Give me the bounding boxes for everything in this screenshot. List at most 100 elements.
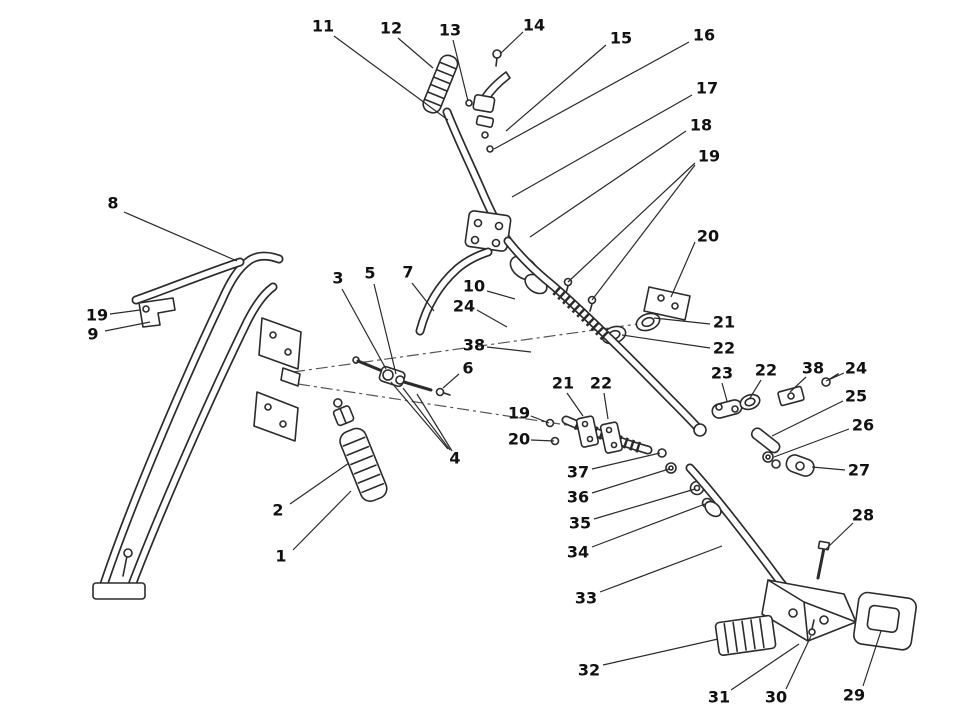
damper-assembly: [332, 398, 388, 502]
arm-collar: [704, 500, 722, 518]
bracket-20: [643, 286, 691, 321]
bushing-26: [762, 451, 774, 463]
bolt-30: [808, 628, 816, 636]
callout-28: 28: [852, 506, 874, 525]
mount-plate-17: [464, 210, 512, 252]
callout-leader-line: [862, 630, 882, 687]
callout-leader-line: [811, 466, 846, 471]
callout-21: 21: [713, 313, 735, 332]
callout-24: 24: [845, 359, 867, 378]
callout-leader-line: [591, 468, 670, 494]
callout-22: 22: [713, 339, 735, 358]
callout-leader-line: [476, 309, 508, 328]
callout-leader-line: [397, 37, 434, 69]
throttle-lever-assembly: [465, 49, 511, 153]
clamp-21-lower: [575, 415, 599, 448]
callout-17: 17: [696, 79, 718, 98]
callout-21: 21: [552, 374, 574, 393]
callout-leader-line: [511, 94, 693, 198]
callout-36: 36: [567, 488, 589, 507]
callout-32: 32: [578, 661, 600, 680]
rubber-pad-32: [714, 614, 777, 657]
callout-leader-line: [530, 439, 555, 442]
callout-19: 19: [86, 306, 108, 325]
steering-head-assembly: [464, 210, 691, 345]
clamp-22-right: [739, 393, 761, 411]
bolt-14: [492, 49, 502, 59]
shaft-pivot: [693, 423, 707, 437]
shaft-spring: [552, 285, 611, 342]
callout-leader-line: [730, 643, 800, 691]
callout-16: 16: [693, 26, 715, 45]
callout-leader-line: [505, 44, 607, 132]
callout-leader-line: [292, 490, 352, 551]
callout-leader-line: [416, 393, 453, 452]
callout-leader-line: [721, 382, 728, 402]
callout-38: 38: [463, 336, 485, 355]
callout-19: 19: [508, 404, 530, 423]
steering-arm-assembly: [657, 448, 797, 602]
callout-37: 37: [567, 463, 589, 482]
callout-leader-line: [373, 283, 397, 375]
callout-4: 4: [449, 449, 460, 468]
mount-bracket-31: [761, 579, 857, 642]
callout-leader-line: [390, 381, 449, 450]
alignment-dash-lines: [292, 322, 646, 429]
frame-bolt: [123, 548, 133, 558]
plate-38-right: [777, 385, 805, 407]
callout-26: 26: [852, 416, 874, 435]
frame-mount-plate-upper: [258, 317, 302, 370]
callout-leader-line: [341, 288, 387, 370]
callout-33: 33: [575, 589, 597, 608]
callout-leader-line: [486, 346, 532, 353]
frame-bracket-9: [138, 297, 176, 328]
bolt-16: [486, 145, 494, 153]
ski-block-29: [853, 591, 917, 651]
bolt-19-lower: [545, 418, 555, 428]
callout-leader-line: [593, 488, 696, 520]
callout-leader-line: [599, 545, 723, 593]
callout-38: 38: [802, 359, 824, 378]
lever-clamp: [472, 94, 496, 113]
callout-leader-line: [289, 462, 350, 505]
callout-34: 34: [567, 543, 589, 562]
callout-18: 18: [690, 116, 712, 135]
callout-leader-line: [670, 241, 696, 298]
callout-7: 7: [402, 263, 413, 282]
callout-25: 25: [845, 387, 867, 406]
callout-11: 11: [312, 17, 334, 36]
callout-leader-line: [104, 321, 151, 332]
handlebar-assembly: [422, 54, 508, 241]
callout-leader-line: [771, 400, 844, 437]
callout-leader-line: [603, 392, 609, 420]
bolt-15: [481, 131, 489, 139]
callout-leader-line: [749, 379, 762, 399]
callout-29: 29: [843, 686, 865, 705]
clamp-21-upper: [635, 312, 661, 332]
frame-tab: [280, 367, 301, 387]
callout-leader-line: [493, 41, 690, 150]
callout-leader-line: [333, 35, 449, 121]
steering-shaft: [508, 241, 707, 437]
callout-leader-line: [530, 415, 550, 424]
callout-3: 3: [332, 269, 343, 288]
callout-27: 27: [848, 461, 870, 480]
callout-2: 2: [272, 501, 283, 520]
callout-9: 9: [87, 325, 98, 344]
callout-leader-line: [773, 428, 850, 458]
callout-leader-line: [653, 317, 711, 325]
callout-leader-line: [442, 373, 460, 389]
sleeve-27: [785, 454, 815, 477]
callout-leader-line: [789, 376, 807, 393]
callout-leader-line: [825, 522, 854, 550]
callout-leader-line: [591, 503, 706, 548]
callout-leader-line: [452, 39, 469, 102]
callout-14: 14: [523, 16, 545, 35]
callout-leader-line: [411, 282, 435, 312]
rod-25: [750, 427, 781, 454]
callout-leader-line: [486, 290, 516, 300]
handlebar-grip: [422, 54, 459, 114]
callout-leader-line: [825, 372, 845, 382]
linkage-assembly: [352, 356, 451, 397]
